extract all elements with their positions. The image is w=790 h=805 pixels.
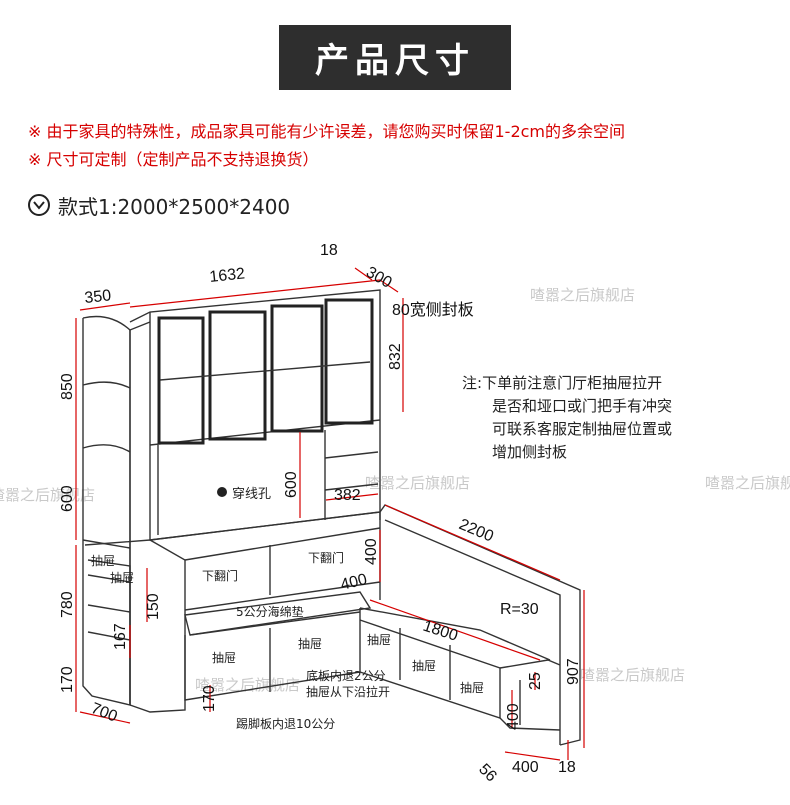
drawer-label: 抽屉 (212, 651, 236, 665)
section-title-banner: 产品尺寸 (279, 25, 511, 90)
watermark: 喳嚣之后旗舰店 (0, 486, 95, 504)
dimension-label: 850 (59, 373, 76, 400)
order-note: 注:下单前注意门厅柜抽屉拉开 是否和垭口或门把手有冲突 可联系客服定制抽屉位置或… (462, 372, 672, 464)
dimension-label: 400 (363, 538, 380, 565)
main-cabinet (129, 289, 381, 541)
bed-frame (184, 504, 581, 746)
dimension-label: 2200 (456, 516, 496, 546)
dimension-label: 1800 (421, 618, 460, 645)
dimension-label: 400 (505, 703, 522, 730)
watermark: 喳嚣之后旗舰店 (580, 666, 685, 684)
drawer-label: 抽屉 (298, 637, 322, 651)
order-note-line: 可联系客服定制抽屉位置或 (492, 420, 673, 438)
dimension-label: 700 (89, 700, 120, 726)
dimension-label: 80宽侧封板 (392, 301, 474, 319)
watermark: 喳嚣之后旗舰店 (365, 474, 470, 492)
dimension-label: 780 (59, 591, 76, 618)
dimension-label: 300 (363, 264, 395, 292)
sponge-label: 5公分海绵垫 (236, 604, 304, 619)
drawer-label: 抽屉 (412, 659, 436, 673)
watermark: 喳嚣之后旗舰店 (705, 474, 790, 492)
flip-door-label: 下翻门 (308, 550, 344, 565)
style-label: 款式1:2000*2500*2400 (58, 194, 291, 219)
dimension-label: 25 (527, 672, 544, 690)
order-note-line: 下单前注意门厅柜抽屉拉开 (482, 374, 663, 392)
style-heading: 款式1:2000*2500*2400 (28, 191, 290, 219)
dimension-label: 400 (512, 759, 539, 776)
order-note-line: 是否和垭口或门把手有冲突 (492, 397, 673, 415)
dimension-label: 18 (558, 759, 576, 776)
note-customizable: ※ 尺寸可定制（定制产品不支持退换货） (28, 150, 319, 169)
dimension-label: 600 (59, 485, 76, 512)
dimension-label: 18 (320, 242, 338, 259)
drawer-label: 抽屉 (91, 554, 115, 568)
watermark: 喳嚣之后旗舰店 (530, 286, 635, 304)
kick-note: 踢脚板内退10公分 (236, 716, 335, 731)
dimension-label: 170 (201, 685, 218, 712)
dimension-label: 382 (334, 487, 361, 504)
drawer-label: 抽屉 (367, 633, 391, 647)
watermark: 喳嚣之后旗舰店 (195, 676, 300, 694)
chevron-down-circle-icon (28, 194, 50, 216)
dimension-label: 1632 (209, 265, 246, 286)
dimension-label: 170 (59, 666, 76, 693)
flip-door-label: 下翻门 (202, 568, 238, 583)
order-note-line: 增加侧封板 (492, 443, 568, 461)
wire-hole-label: 穿线孔 (232, 486, 271, 502)
note-tolerance: ※ 由于家具的特殊性，成品家具可能有少许误差，请您购买时保留1-2cm的多余空间 (28, 122, 626, 141)
dimension-label: 600 (283, 471, 300, 498)
dimension-lines (75, 267, 585, 761)
wire-hole-mark (217, 487, 227, 497)
dimension-label: 907 (565, 658, 582, 685)
drawer-label: 抽屉 (110, 571, 134, 585)
dimension-label: 56 (475, 761, 500, 786)
dimension-label: 400 (339, 571, 369, 594)
pull-note: 抽屉从下沿拉开 (306, 684, 390, 699)
dimension-label: 167 (112, 623, 129, 650)
dimension-label: 150 (145, 593, 162, 620)
order-note-prefix: 注: (462, 374, 483, 392)
drawer-label: 抽屉 (460, 681, 484, 695)
dimension-label: 350 (84, 287, 112, 307)
dimension-label: 832 (387, 343, 404, 370)
dimension-label: R=30 (500, 601, 539, 618)
board-note: 底板内退2公分 (306, 668, 386, 683)
